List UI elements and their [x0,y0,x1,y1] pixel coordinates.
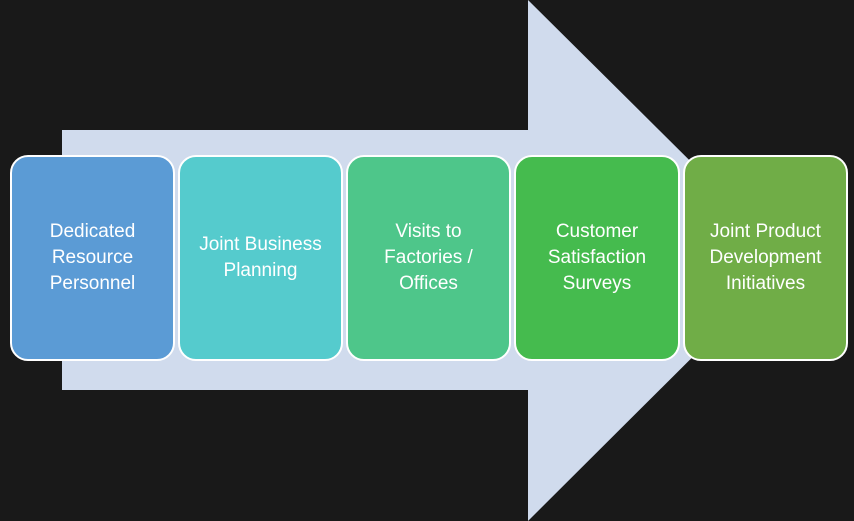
step-label: Dedicated Resource Personnel [49,221,136,294]
step-box-customer-satisfaction-surveys: Customer Satisfaction Surveys [514,155,680,361]
step-box-joint-business-planning: Joint Business Planning [178,155,343,361]
step-label: Joint Business Planning [199,234,322,281]
step-box-dedicated-resource-personnel: Dedicated Resource Personnel [10,155,175,361]
step-box-joint-product-development: Joint Product Development Initiatives [683,155,848,361]
step-label: Joint Product Development Initiatives [709,221,822,294]
step-label: Visits to Factories / Offices [384,221,473,294]
step-box-visits-to-factories: Visits to Factories / Offices [346,155,511,361]
step-label: Customer Satisfaction Surveys [547,221,647,294]
